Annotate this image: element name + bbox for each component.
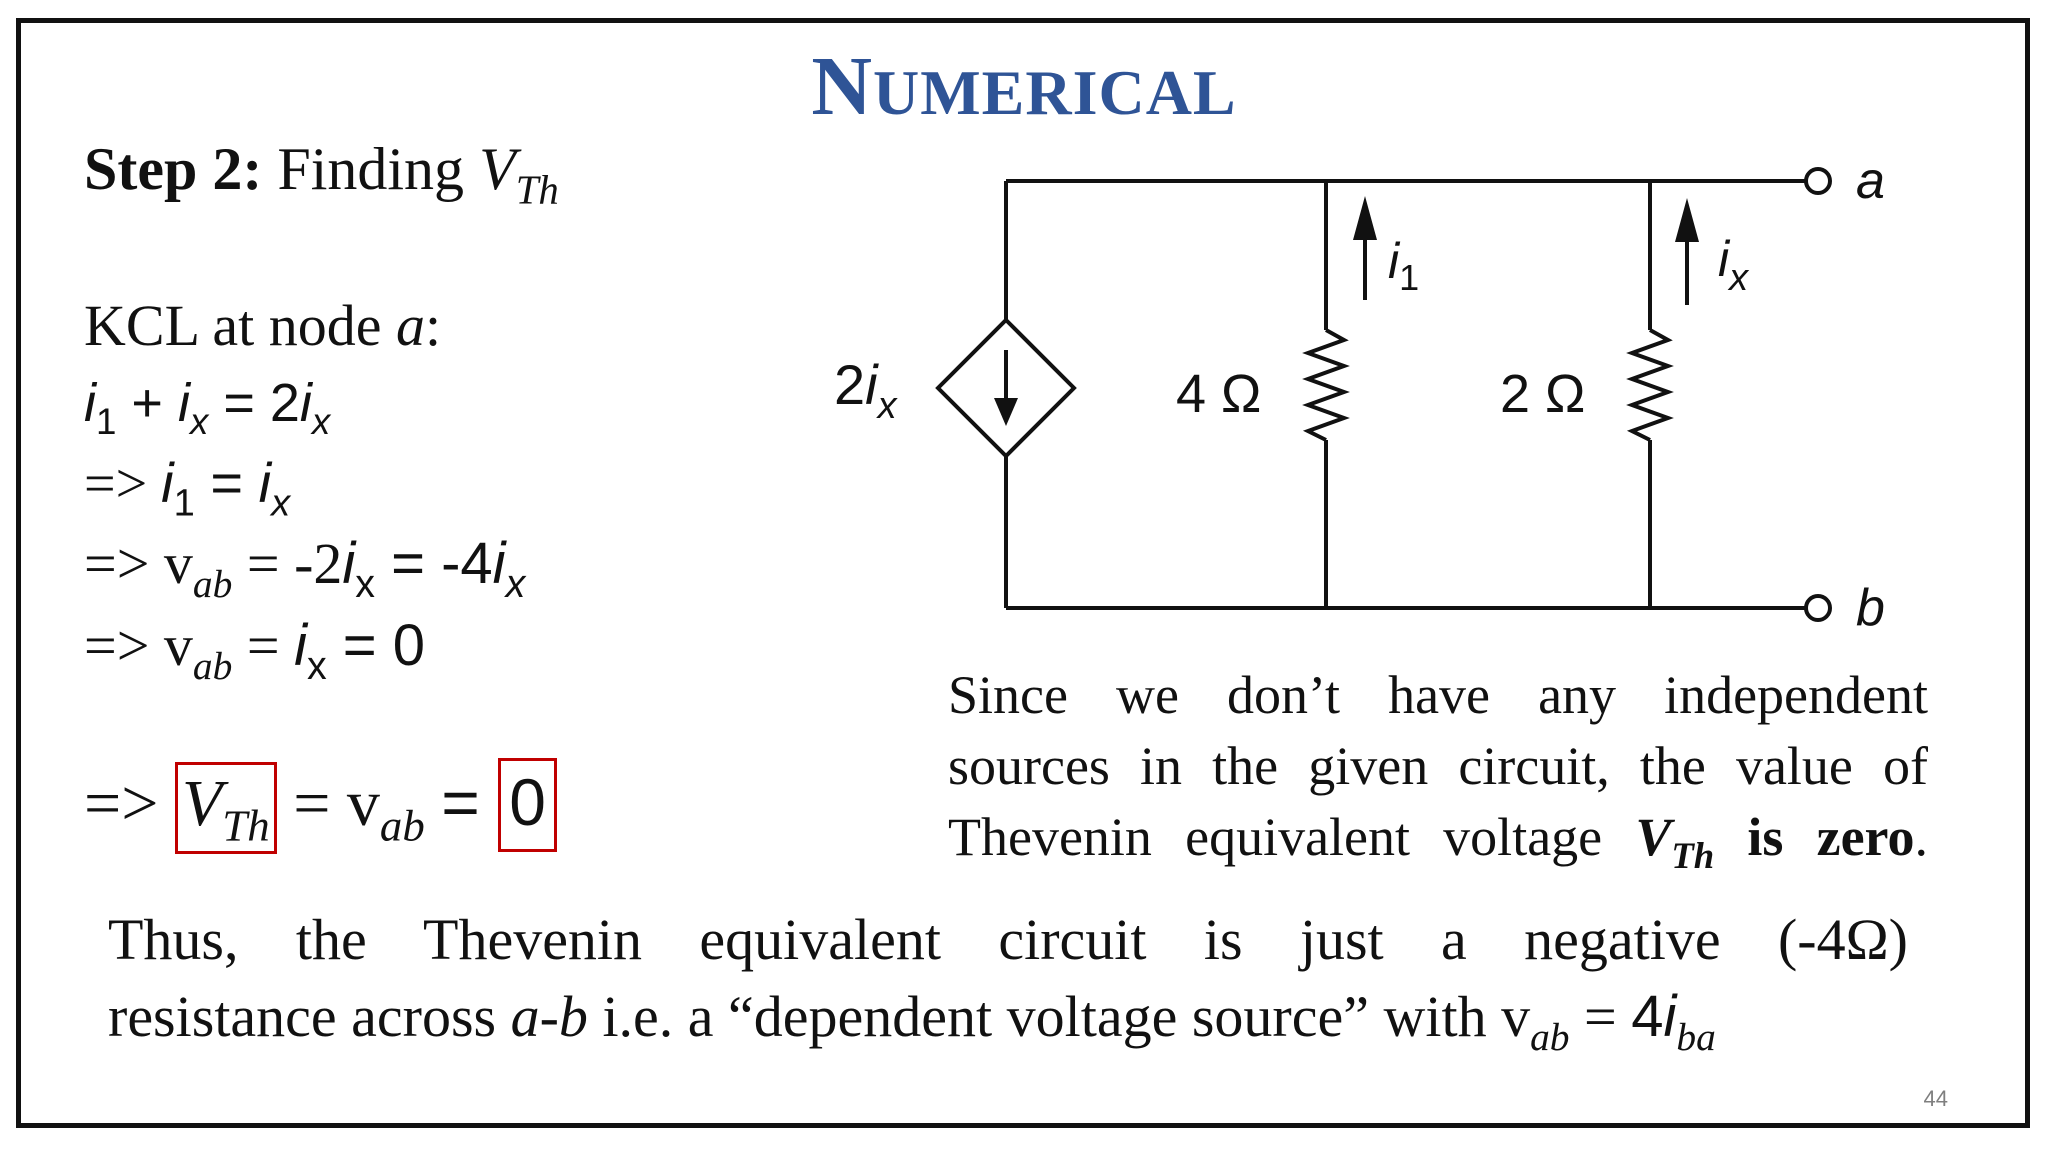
terminal-b-node: [1804, 594, 1832, 622]
conclusion-line-1: Thus, the Thevenin equivalent circuit is…: [108, 907, 1908, 972]
terminal-a-node: [1804, 167, 1832, 195]
slide-border: [16, 18, 2030, 1128]
kcl-heading: KCL at node a:: [84, 293, 442, 358]
zero-highlight-box: 0: [498, 758, 557, 852]
terminal-a-label: a: [1856, 152, 1885, 210]
r2-label: 2 Ω: [1500, 364, 1585, 424]
final-result: => VTh = vab = 0: [84, 758, 557, 854]
note-paragraph: Since we don’t have any independent sour…: [948, 665, 1929, 876]
page-number: 44: [1923, 1086, 1948, 1111]
slide-title: NUMERICAL: [811, 40, 1237, 133]
resistor-2-ohm: [1626, 328, 1674, 442]
dependent-current-source: [935, 317, 1077, 459]
current-label-ix: ix: [1718, 231, 1750, 299]
circuit-diagram: 2ix 4 Ω 2 Ω i1 ix a b: [834, 152, 1885, 637]
current-label-i1: i1: [1388, 233, 1419, 298]
equation-3: => vab = -2ix = -4ix: [84, 531, 526, 606]
r1-label: 4 Ω: [1176, 364, 1261, 424]
conclusion-line-2: resistance across a-b i.e. a “dependent …: [108, 984, 1716, 1059]
equation-2: => i1 = ix: [84, 451, 291, 525]
vth-highlight-box: VTh: [174, 762, 277, 854]
resistor-4-ohm: [1302, 328, 1350, 442]
equation-1: i1 + ix = 2ix: [84, 373, 331, 442]
source-arrow-head: [994, 398, 1018, 426]
current-arrow-ix: [1675, 198, 1699, 242]
step-heading: Step 2: Finding VTh: [84, 136, 559, 213]
current-arrow-i1: [1353, 196, 1377, 240]
equation-4: => vab = ix = 0: [84, 613, 426, 688]
source-label: 2ix: [834, 353, 899, 427]
terminal-b-label: b: [1856, 579, 1885, 637]
